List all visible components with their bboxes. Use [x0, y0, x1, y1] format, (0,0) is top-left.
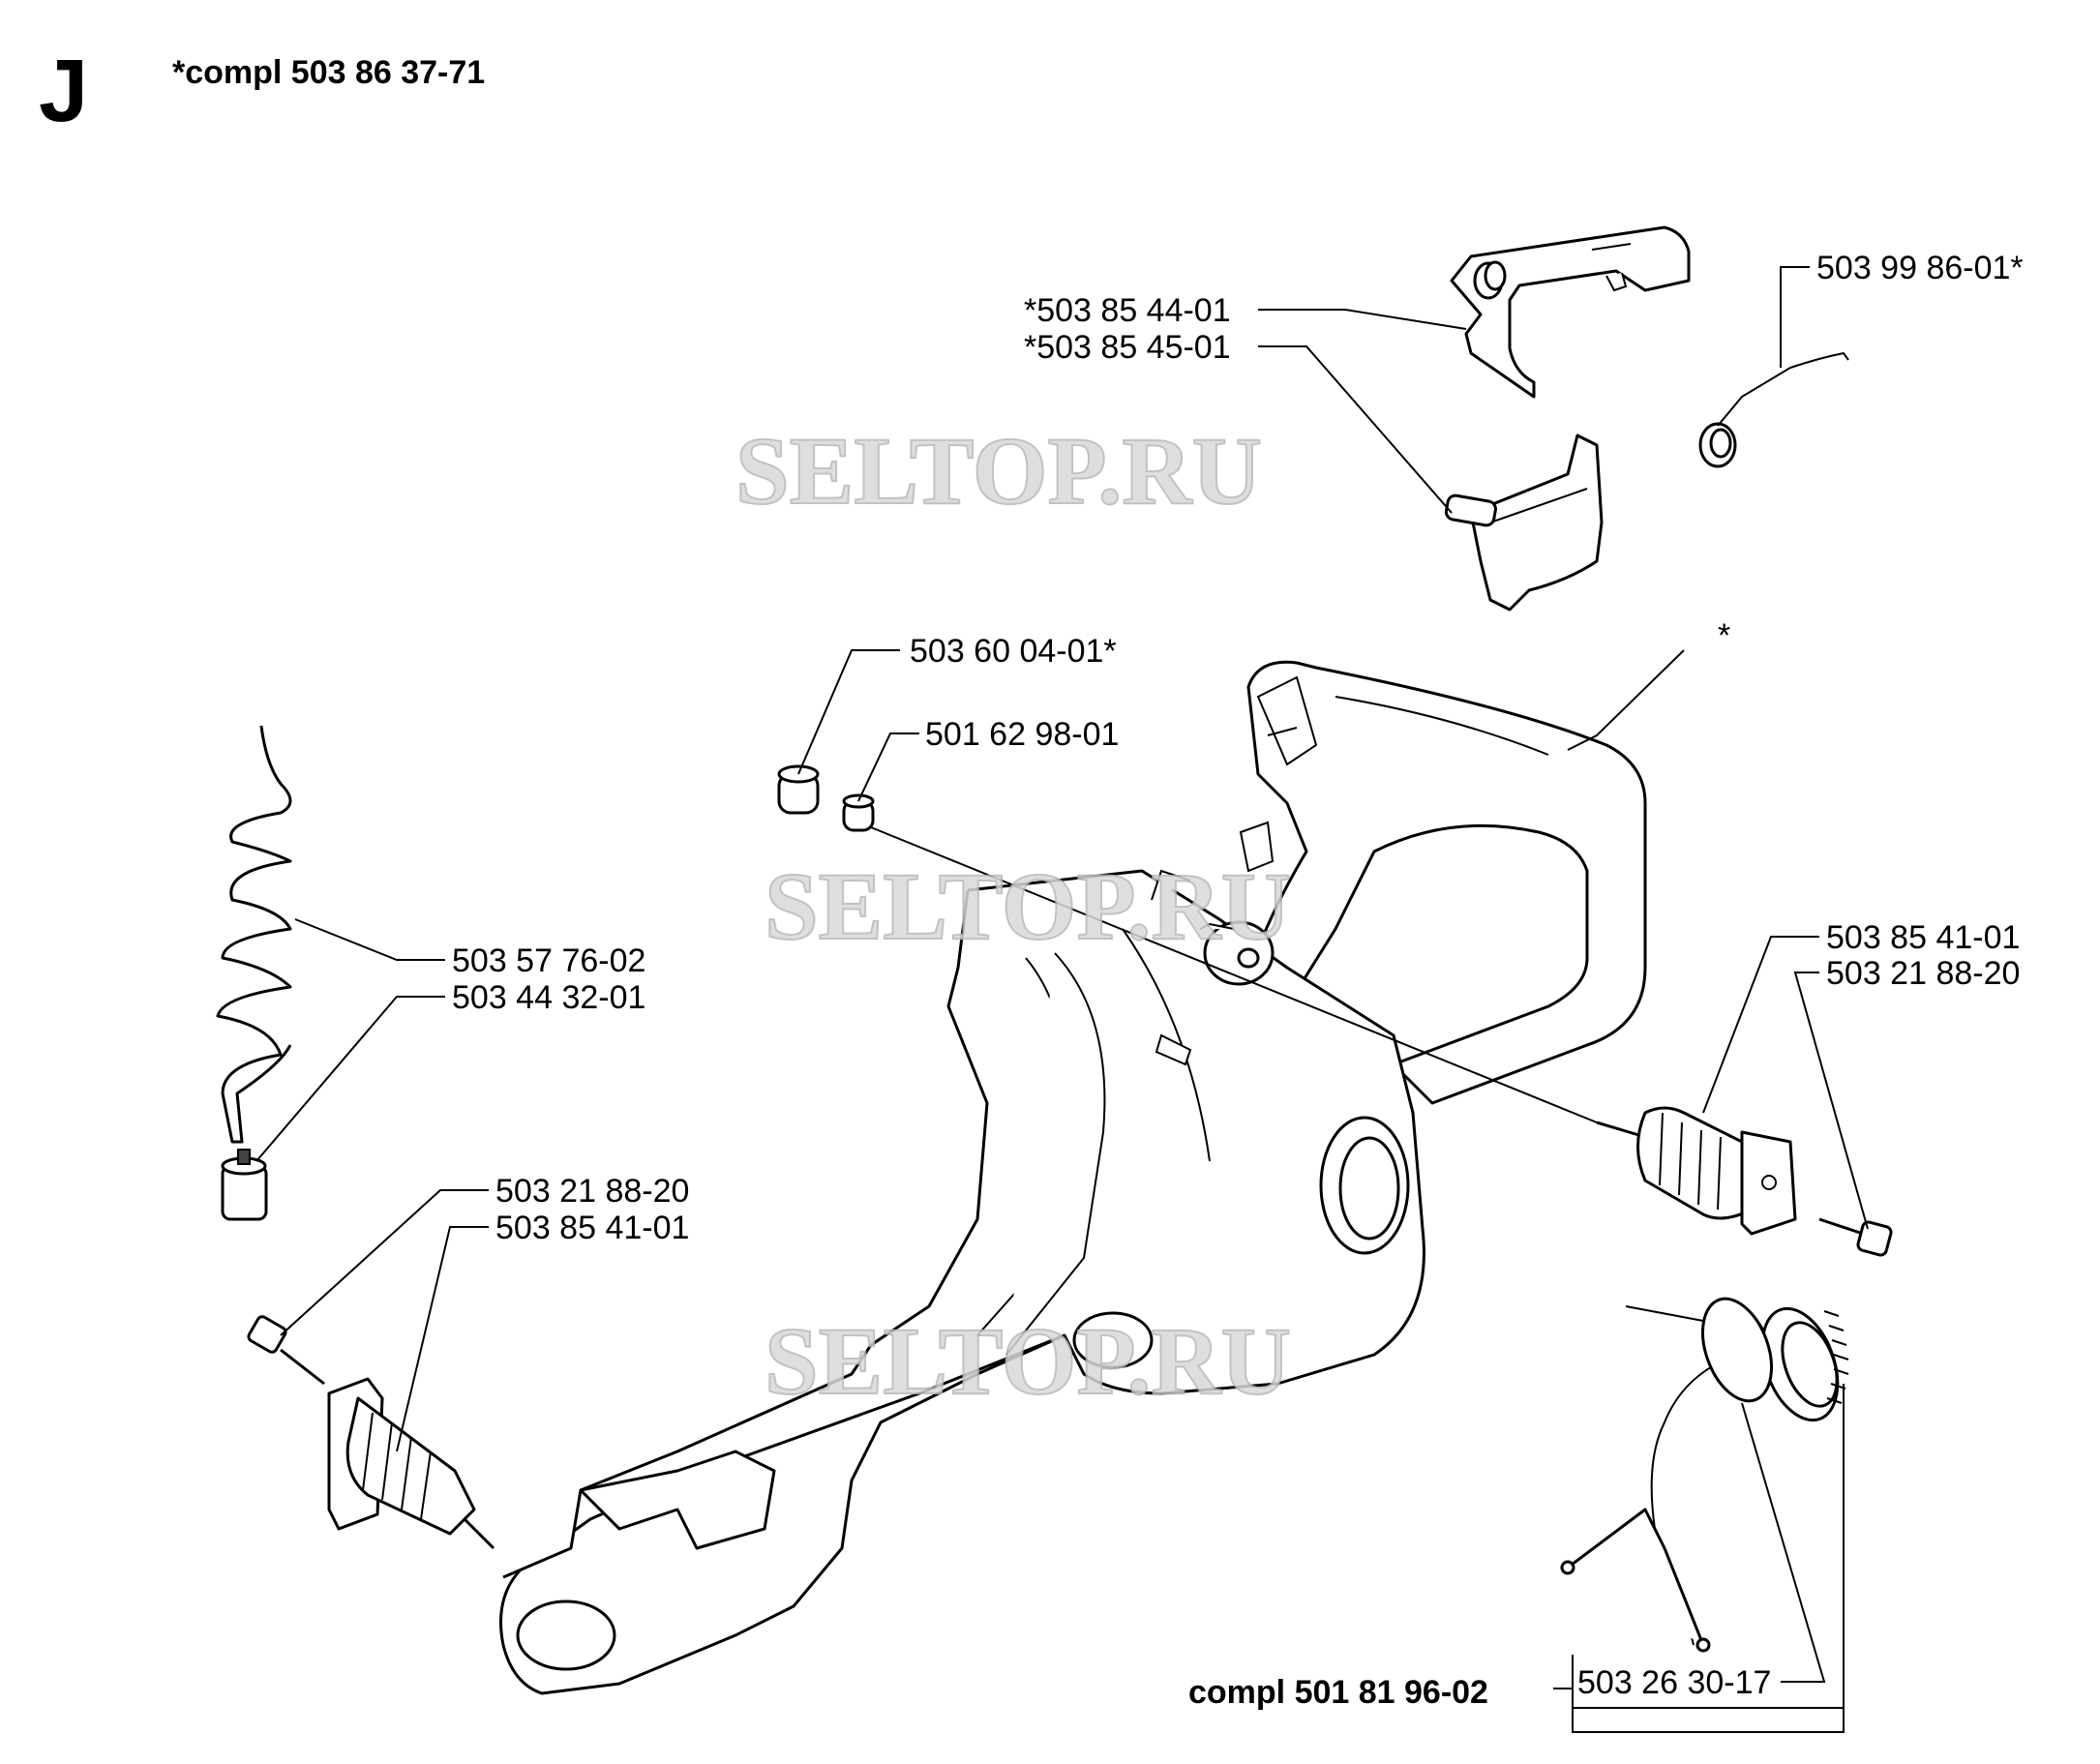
label-damper-left: 503 85 41-01	[495, 1210, 689, 1246]
label-fuel-filter: 503 44 32-01	[452, 979, 645, 1016]
assembly-title: *compl 503 86 37-71	[172, 54, 485, 91]
label-grommet-large: 503 60 04-01*	[910, 633, 1117, 670]
label-throttle-trigger: *503 85 45-01	[1024, 329, 1231, 366]
damper-right-part	[1596, 1106, 1797, 1236]
oring-part	[1701, 1297, 1773, 1403]
damper-left-part	[327, 1377, 495, 1550]
screw-right-part	[1818, 1217, 1893, 1257]
screw-left-part	[247, 1315, 325, 1386]
label-oring: 503 26 30-17	[1577, 1664, 1771, 1701]
label-handle: *	[1718, 617, 1730, 654]
label-throttle-lever: *503 85 44-01	[1024, 292, 1231, 329]
fuel-filter-part	[221, 1149, 268, 1221]
bushing-axis-line	[870, 826, 1598, 1123]
label-damper-right: 503 85 41-01	[1826, 919, 2020, 956]
watermark-2: SELTOP.RU	[765, 852, 1291, 960]
throttle-lever-part	[1450, 225, 1691, 399]
throttle-trigger-part	[1444, 434, 1604, 612]
section-letter: J	[39, 42, 88, 140]
label-grommet-small: 501 62 98-01	[925, 716, 1119, 753]
watermark-3: SELTOP.RU	[765, 1307, 1291, 1415]
leader-lines	[255, 266, 1869, 1733]
grommet-large-part	[777, 764, 820, 815]
handle-housing	[499, 660, 1647, 1695]
label-spring: 503 99 86-01*	[1816, 250, 2024, 286]
label-screw-left: 503 21 88-20	[495, 1173, 689, 1210]
label-fuel-hose: 503 57 76-02	[452, 942, 645, 979]
label-screw-right: 503 21 88-20	[1826, 955, 2020, 992]
watermark-1: SELTOP.RU	[735, 417, 1262, 524]
fuel-hose-part	[216, 725, 292, 1144]
label-fuel-cap-assembly: compl 501 81 96-02	[1188, 1674, 1488, 1711]
fuel-cap-part	[1560, 1301, 1849, 1653]
spring-part	[1698, 351, 1849, 468]
